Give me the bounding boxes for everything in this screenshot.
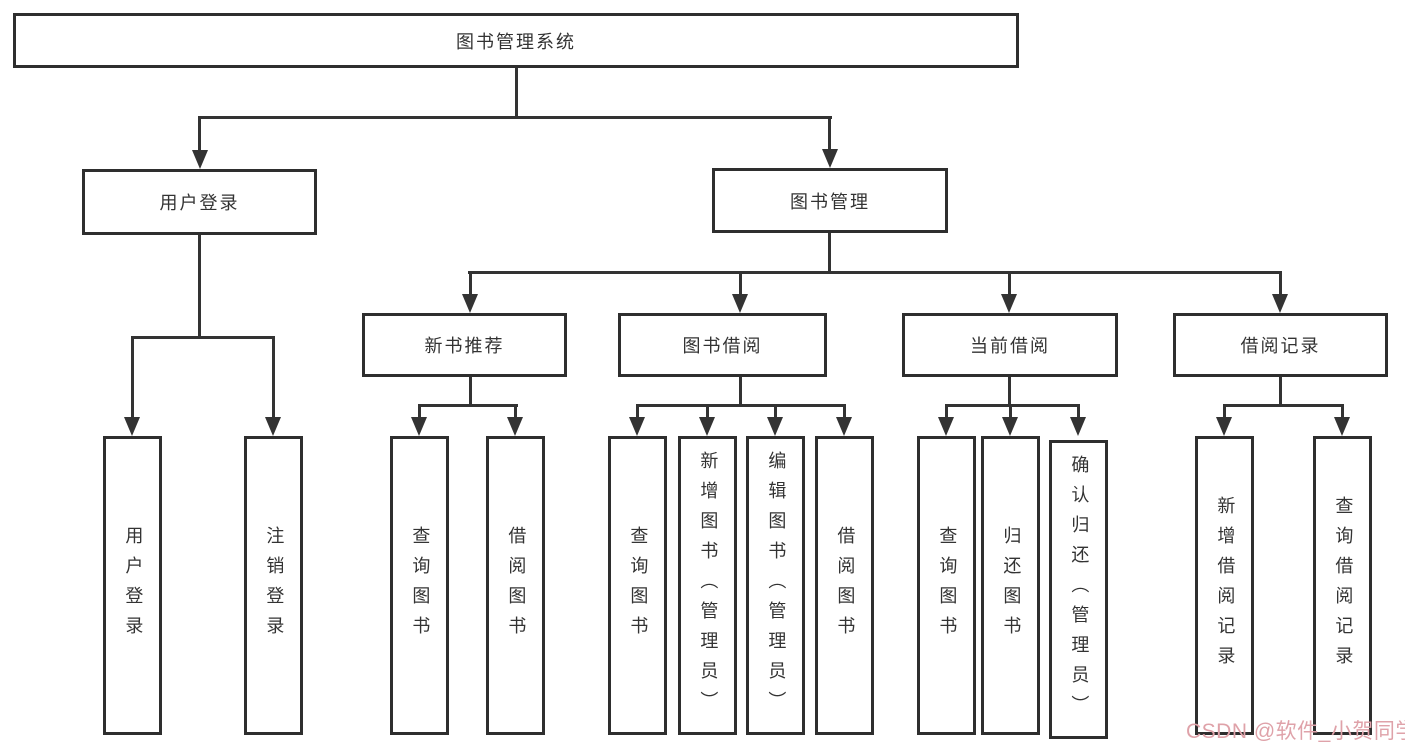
leaf-query-books: 查询图书 bbox=[917, 436, 976, 735]
arrowhead-down-icon bbox=[629, 417, 645, 436]
leaf-edit-book-admin: 编辑图书（管理员） bbox=[746, 436, 805, 735]
node-root: 图书管理系统 bbox=[13, 13, 1019, 68]
node-book-borrow: 图书借阅 bbox=[618, 313, 827, 377]
connector-new-book-stem bbox=[469, 377, 472, 407]
arrowhead-down-icon bbox=[192, 150, 208, 169]
leaf-query-books: 查询图书 bbox=[390, 436, 449, 735]
leaf-add-book-admin: 新增图书（管理员） bbox=[678, 436, 737, 735]
connector-drop-book-mgmt bbox=[828, 116, 831, 150]
connector-drop-leaf bbox=[774, 404, 777, 418]
arrowhead-down-icon bbox=[699, 417, 715, 436]
connector-drop-leaf bbox=[1223, 404, 1226, 418]
leaf-logout: 注销登录 bbox=[244, 436, 303, 735]
connector-level3-bus bbox=[468, 271, 1282, 274]
arrowhead-down-icon bbox=[822, 149, 838, 168]
leaf-borrow-books: 借阅图书 bbox=[486, 436, 545, 735]
connector-book-borrow-stem bbox=[739, 377, 742, 407]
connector-drop-current-borrow bbox=[1008, 271, 1011, 295]
connector-drop-leaf bbox=[131, 336, 134, 418]
arrowhead-down-icon bbox=[1334, 417, 1350, 436]
connector-drop-leaf bbox=[272, 336, 275, 418]
connector-new-book-bus bbox=[418, 404, 518, 407]
node-current-borrow: 当前借阅 bbox=[902, 313, 1118, 377]
node-user-login: 用户登录 bbox=[82, 169, 317, 235]
arrowhead-down-icon bbox=[767, 417, 783, 436]
connector-drop-leaf bbox=[636, 404, 639, 418]
node-book-management: 图书管理 bbox=[712, 168, 948, 233]
arrowhead-down-icon bbox=[938, 417, 954, 436]
arrowhead-down-icon bbox=[1070, 417, 1086, 436]
arrowhead-down-icon bbox=[732, 294, 748, 313]
arrowhead-down-icon bbox=[836, 417, 852, 436]
arrowhead-down-icon bbox=[411, 417, 427, 436]
connector-root-stem bbox=[515, 68, 518, 117]
connector-current-borrow-bus bbox=[945, 404, 1080, 407]
leaf-return-book: 归还图书 bbox=[981, 436, 1040, 735]
arrowhead-down-icon bbox=[265, 417, 281, 436]
leaf-confirm-return-admin: 确认归还（管理员） bbox=[1049, 440, 1108, 739]
connector-user-login-bus bbox=[131, 336, 275, 339]
connector-drop-leaf bbox=[418, 404, 421, 418]
node-borrow-records: 借阅记录 bbox=[1173, 313, 1388, 377]
arrowhead-down-icon bbox=[462, 294, 478, 313]
connector-borrow-records-bus bbox=[1223, 404, 1344, 407]
csdn-watermark: CSDN @软件_小贺同学 bbox=[1186, 720, 1405, 743]
arrowhead-down-icon bbox=[1001, 294, 1017, 313]
connector-drop-leaf bbox=[1077, 404, 1080, 418]
connector-drop-user-login bbox=[198, 116, 201, 151]
leaf-add-borrow-record: 新增借阅记录 bbox=[1195, 436, 1254, 735]
leaf-user-login: 用户登录 bbox=[103, 436, 162, 735]
connector-drop-borrow-records bbox=[1279, 271, 1282, 295]
connector-drop-leaf bbox=[1341, 404, 1344, 418]
connector-drop-book-borrow bbox=[739, 271, 742, 295]
connector-level2-bus bbox=[198, 116, 832, 119]
connector-book-borrow-bus bbox=[636, 404, 846, 407]
leaf-query-books: 查询图书 bbox=[608, 436, 667, 735]
connector-drop-leaf bbox=[706, 404, 709, 418]
node-new-book-recommend: 新书推荐 bbox=[362, 313, 567, 377]
connector-drop-new-book bbox=[469, 271, 472, 295]
connector-book-mgmt-stem bbox=[828, 233, 831, 274]
connector-current-borrow-stem bbox=[1008, 377, 1011, 407]
arrowhead-down-icon bbox=[507, 417, 523, 436]
connector-drop-leaf bbox=[514, 404, 517, 418]
connector-user-login-stem bbox=[198, 235, 201, 338]
connector-borrow-records-stem bbox=[1279, 377, 1282, 407]
arrowhead-down-icon bbox=[124, 417, 140, 436]
leaf-query-borrow-record: 查询借阅记录 bbox=[1313, 436, 1372, 735]
arrowhead-down-icon bbox=[1002, 417, 1018, 436]
connector-drop-leaf bbox=[945, 404, 948, 418]
leaf-borrow-books: 借阅图书 bbox=[815, 436, 874, 735]
arrowhead-down-icon bbox=[1216, 417, 1232, 436]
arrowhead-down-icon bbox=[1272, 294, 1288, 313]
connector-drop-leaf bbox=[843, 404, 846, 418]
connector-drop-leaf bbox=[1009, 404, 1012, 418]
